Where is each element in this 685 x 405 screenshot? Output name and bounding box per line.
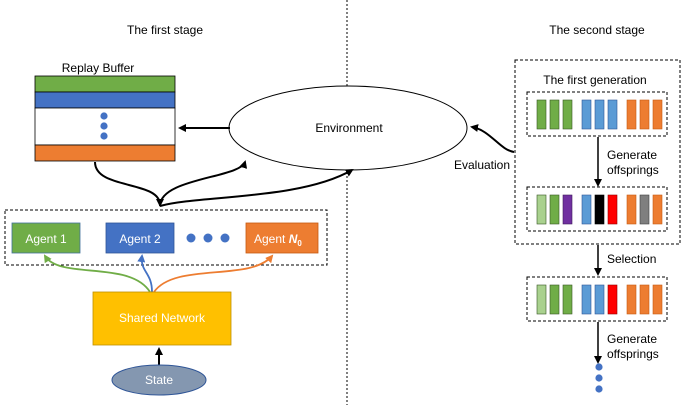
agent-2-box xyxy=(105,222,175,254)
first-generation-group xyxy=(514,59,681,245)
agent-1-label: Agent 1 xyxy=(25,232,67,246)
replay-buffer xyxy=(34,75,176,162)
environment-label: Environment xyxy=(315,121,383,135)
offspring-population-box xyxy=(526,186,668,232)
arrow-buffer-to-agents xyxy=(94,161,164,207)
selected-population xyxy=(536,284,663,315)
agents-group xyxy=(4,209,328,266)
arrow-evaluation xyxy=(470,124,515,153)
continuation-dot xyxy=(595,363,603,371)
continuation-dot xyxy=(595,374,603,382)
arrow-agents-to-environment-2 xyxy=(159,169,354,207)
state-node xyxy=(111,364,207,396)
stage1-title: The first stage xyxy=(127,23,203,37)
arrow-network-to-agent-2 xyxy=(137,254,153,293)
ellipsis-dot xyxy=(100,112,108,120)
population-1 xyxy=(536,99,663,130)
arrow-network-to-agent-n0 xyxy=(153,254,274,293)
agent-n0-box xyxy=(245,222,319,254)
replay-buffer-label: Replay Buffer xyxy=(62,61,135,75)
agent-n0-label: Agent N0 xyxy=(254,232,302,248)
agent-2-label: Agent 2 xyxy=(119,232,161,246)
generate-offsprings-1-label: Generate offsprings xyxy=(607,148,660,177)
ellipsis-dot xyxy=(100,132,108,140)
population-1-box xyxy=(526,91,668,137)
selection-label: Selection xyxy=(607,252,656,266)
evaluation-label: Evaluation xyxy=(454,158,510,172)
shared-network-label: Shared Network xyxy=(119,311,206,325)
continuation-dot xyxy=(595,385,603,393)
ellipsis-dot xyxy=(100,122,108,130)
offspring-population xyxy=(536,194,663,225)
generate-offsprings-2-label: Generate offsprings xyxy=(607,332,660,361)
selected-population-box xyxy=(526,276,668,322)
stage2-title: The second stage xyxy=(549,23,645,37)
arrow-agents-to-environment xyxy=(159,160,247,207)
shared-network-box xyxy=(92,291,232,346)
agents-ellipsis-dot xyxy=(220,233,230,243)
agent-1-box xyxy=(11,222,81,254)
first-generation-label: The first generation xyxy=(543,73,646,87)
state-label: State xyxy=(145,373,173,387)
agents-ellipsis-dot xyxy=(186,233,196,243)
arrow-network-to-agent-1 xyxy=(43,254,151,293)
agents-ellipsis-dot xyxy=(203,233,213,243)
